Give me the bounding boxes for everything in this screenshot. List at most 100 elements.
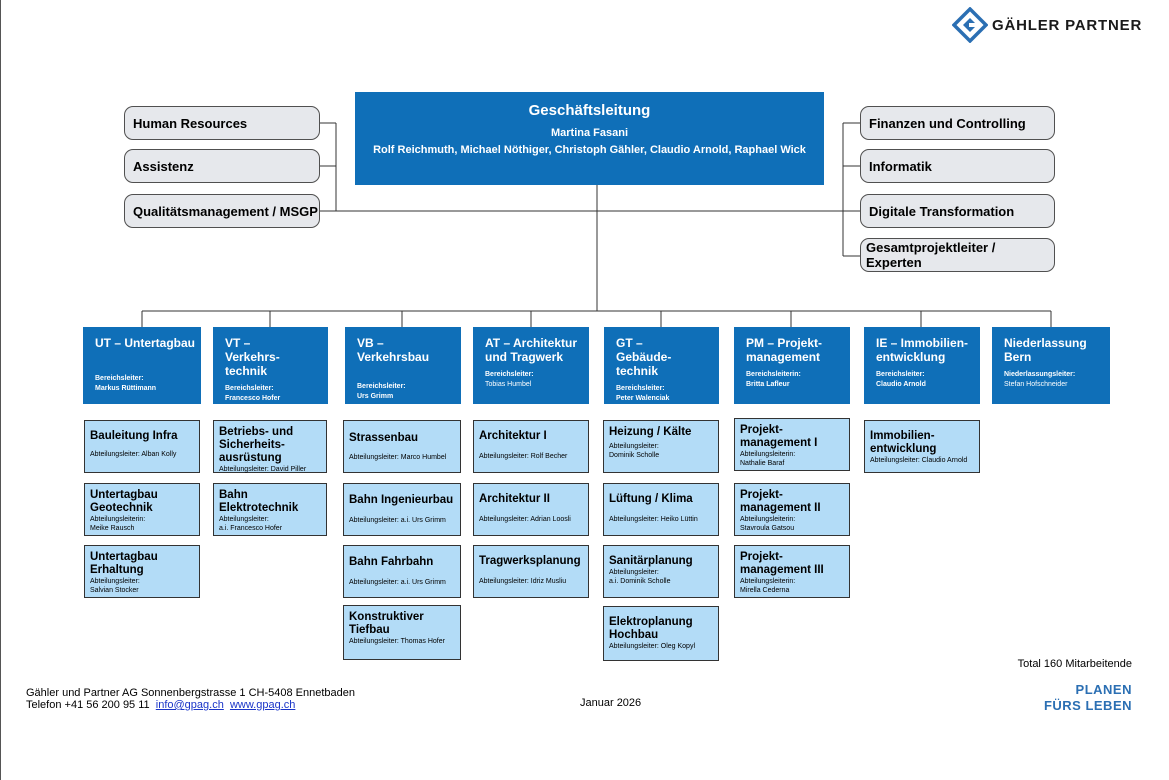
unit-title: Elektroplanung Hochbau xyxy=(609,616,693,641)
unit-meta-label: Abteilungsleiter: xyxy=(219,516,269,523)
unit-untertagbau-geotechnik: Untertagbau Geotechnik Abteilungsleiteri… xyxy=(84,483,200,536)
dept-title: UT – Untertagbau xyxy=(95,336,196,350)
unit-meta-label: Abteilungsleiterin: xyxy=(740,516,796,523)
management-title: Geschäftsleitung xyxy=(528,102,651,119)
unit-meta: Salvian Stocker xyxy=(90,587,139,594)
slogan-line2: FÜRS LEBEN xyxy=(1043,698,1132,713)
footer-address: Gähler und Partner AG Sonnenbergstrasse … xyxy=(26,687,355,699)
unit-title: Immobilien-entwicklung xyxy=(870,430,937,455)
unit-meta-label: Abteilungsleiter: xyxy=(90,578,140,585)
unit-title: Untertagbau Geotechnik xyxy=(90,489,158,514)
unit-untertagbau-erhaltung: Untertagbau Erhaltung Abteilungsleiter: … xyxy=(84,545,200,598)
unit-title: Bahn Fahrbahn xyxy=(349,556,434,568)
unit-title: Projekt-management I xyxy=(740,424,818,449)
management-line1: Martina Fasani xyxy=(550,127,629,139)
unit-meta-label: Abteilungsleiterin: xyxy=(740,578,796,585)
unit-meta: Dominik Scholle xyxy=(609,452,660,459)
unit-meta: Abteilungsleiter: a.i. Urs Grimm xyxy=(349,517,446,524)
unit-meta: Stavroula Gatsou xyxy=(740,525,795,532)
dept-title: VB – Verkehrsbau xyxy=(357,336,430,364)
footer-email-link[interactable]: info@gpag.ch xyxy=(155,699,224,711)
dept-title: Niederlassung Bern xyxy=(1004,336,1087,364)
dept-lead: Francesco Hofer xyxy=(225,395,281,402)
dept-lead-label: Bereichsleiter: xyxy=(616,385,665,392)
unit-title: Bahn Elektrotechnik xyxy=(219,489,299,514)
footer-contact-line: Telefon +41 56 200 95 11 info@gpag.ch ww… xyxy=(26,699,355,711)
unit-bahn-fahrbahn: Bahn Fahrbahn Abteilungsleiter: a.i. Urs… xyxy=(343,545,461,598)
unit-projektmanagement-3: Projekt-management III Abteilungsleiteri… xyxy=(734,545,850,598)
unit-meta-label: Abteilungsleiterin: xyxy=(90,516,146,523)
unit-architektur-2: Architektur II Abteilungsleiter: Adrian … xyxy=(473,483,589,536)
unit-architektur-1: Architektur I Abteilungsleiter: Rolf Bec… xyxy=(473,420,589,473)
unit-lueftung-klima: Lüftung / Klima Abteilungsleiter: Heiko … xyxy=(603,483,719,536)
dept-title: GT – Gebäude-technik xyxy=(616,336,672,378)
dept-lead: Markus Rüttimann xyxy=(95,385,157,392)
staff-finanzen: Finanzen und Controlling xyxy=(860,106,1055,140)
unit-meta: a.i. Francesco Hofer xyxy=(219,525,283,532)
unit-title: Sanitärplanung xyxy=(609,555,693,567)
staff-digitale-transformation: Digitale Transformation xyxy=(860,194,1055,228)
dept-lead-label: Bereichsleiterin: xyxy=(746,371,801,378)
dept-lead-label: Bereichsleiter: xyxy=(225,385,274,392)
unit-title: Architektur II xyxy=(479,493,550,505)
dept-ie: IE – Immobilien-entwicklung Bereichsleit… xyxy=(864,327,980,404)
dept-title: IE – Immobilien-entwicklung xyxy=(876,336,969,364)
unit-title: Tragwerksplanung xyxy=(479,555,581,567)
unit-meta: Abteilungsleiter: Alban Kolly xyxy=(90,451,177,458)
unit-bahn-ingenieurbau: Bahn Ingenieurbau Abteilungsleiter: a.i.… xyxy=(343,483,461,536)
unit-meta: Abteilungsleiter: Rolf Becher xyxy=(479,453,568,460)
dept-lead-label: Bereichsleiter: xyxy=(95,375,144,382)
unit-title: Bauleitung Infra xyxy=(90,430,178,442)
unit-meta: Nathalie Baraf xyxy=(740,460,785,467)
unit-title: Heizung / Kälte xyxy=(609,426,692,438)
unit-title: Bahn Ingenieurbau xyxy=(349,494,454,506)
dept-lead: Stefan Hofschneider xyxy=(1004,381,1068,388)
dept-lead-label: Bereichsleiter: xyxy=(485,371,534,378)
unit-meta: Abteilungsleiter: Adrian Loosli xyxy=(479,516,571,523)
management-box: Geschäftsleitung Martina Fasani Rolf Rei… xyxy=(355,92,824,185)
dept-pm: PM – Projekt-management Bereichsleiterin… xyxy=(734,327,850,404)
dept-vb: VB – Verkehrsbau Bereichsleiter: Urs Gri… xyxy=(345,327,461,404)
unit-meta: Abteilungsleiter: David Piller xyxy=(219,466,307,473)
unit-meta: Abteilungsleiter: a.i. Urs Grimm xyxy=(349,579,446,586)
unit-meta: Abteilungsleiter: Claudio Arnold xyxy=(870,457,968,464)
dept-lead-label: Bereichsleiter: xyxy=(357,383,406,390)
unit-meta-label: Abteilungsleiter: xyxy=(609,443,659,450)
unit-immobilienentwicklung: Immobilien-entwicklung Abteilungsleiter:… xyxy=(864,420,980,473)
staff-human-resources: Human Resources xyxy=(124,106,320,140)
unit-meta: Abteilungsleiter: Thomas Hofer xyxy=(349,638,445,645)
dept-lead: Urs Grimm xyxy=(357,393,394,400)
staff-qualitaetsmanagement: Qualitätsmanagement / MSGP xyxy=(124,194,320,228)
unit-title: Betriebs- und Sicherheits-ausrüstung xyxy=(219,426,294,464)
unit-meta: Abteilungsleiter: Heiko Lüttin xyxy=(609,516,698,523)
unit-title: Projekt-management III xyxy=(740,551,824,576)
unit-meta: Mirella Cederna xyxy=(740,587,790,594)
unit-konstruktiver-tiefbau: Konstruktiver Tiefbau Abteilungsleiter: … xyxy=(343,605,461,660)
staff-assistenz: Assistenz xyxy=(124,149,320,183)
unit-meta-label: Abteilungsleiter: xyxy=(609,569,659,576)
dept-bern: Niederlassung Bern Niederlassungsleiter:… xyxy=(992,327,1110,404)
unit-meta: Abteilungsleiter: Oleg Kopyl xyxy=(609,643,695,650)
brand-logo: GÄHLER PARTNER xyxy=(952,7,1142,43)
footer-web-link[interactable]: www.gpag.ch xyxy=(229,699,296,711)
unit-betriebs-sicherheit: Betriebs- und Sicherheits-ausrüstung Abt… xyxy=(213,420,327,473)
unit-strassenbau: Strassenbau Abteilungsleiter: Marco Humb… xyxy=(343,420,461,473)
employee-total: Total 160 Mitarbeitende xyxy=(1017,658,1132,670)
brand-diamond-icon xyxy=(952,7,988,43)
slogan-line1: PLANEN xyxy=(1075,682,1132,697)
footer-address-block: Gähler und Partner AG Sonnenbergstrasse … xyxy=(26,687,355,711)
management-line2: Rolf Reichmuth, Michael Nöthiger, Christ… xyxy=(373,144,806,156)
dept-at: AT – Architektur und Tragwerk Bereichsle… xyxy=(473,327,589,404)
unit-projektmanagement-2: Projekt-management II Abteilungsleiterin… xyxy=(734,483,850,536)
dept-gt: GT – Gebäude-technik Bereichsleiter: Pet… xyxy=(604,327,719,404)
dept-lead: Tobias Humbel xyxy=(485,381,532,388)
dept-title: AT – Architektur und Tragwerk xyxy=(485,336,578,364)
footer-date: Januar 2026 xyxy=(580,697,642,709)
unit-title: Konstruktiver Tiefbau xyxy=(349,611,424,636)
unit-meta: a.i. Dominik Scholle xyxy=(609,578,671,585)
dept-lead: Claudio Arnold xyxy=(876,381,926,388)
unit-meta-label: Abteilungsleiterin: xyxy=(740,451,796,458)
unit-title: Strassenbau xyxy=(349,432,419,444)
unit-meta: Abteilungsleiter: Marco Humbel xyxy=(349,454,447,461)
